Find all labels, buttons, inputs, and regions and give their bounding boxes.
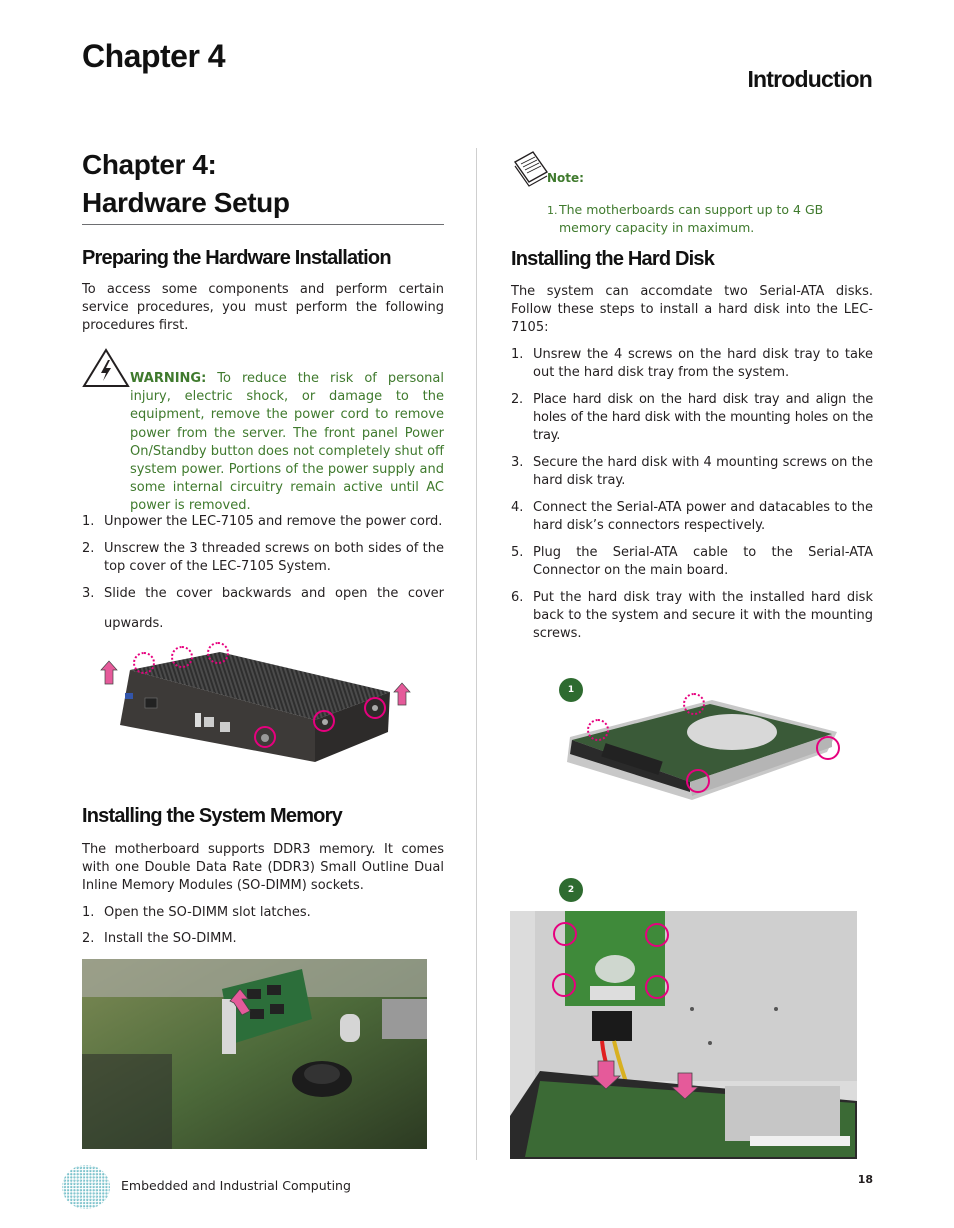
- list-item: 5.Plug the Serial-ATA cable to the Seria…: [511, 545, 873, 578]
- column-divider: [476, 148, 477, 1160]
- list-item: 2. Install the SO-DIMM.: [82, 931, 237, 946]
- warning-icon: [82, 348, 130, 387]
- list-item: 2.Unscrew the 3 threaded screws on both …: [82, 541, 444, 574]
- memory-heading: Installing the System Memory: [82, 805, 343, 827]
- chapter-header: Chapter 4: [82, 38, 226, 74]
- screw-marker: [683, 693, 705, 715]
- hdd-steps: 1.Unsrew the 4 screws on the hard disk t…: [511, 346, 873, 643]
- page-number: 18: [857, 1173, 873, 1186]
- open-system-illustration: [510, 911, 857, 1159]
- memory-section: Installing the System Memory The motherb…: [82, 803, 444, 948]
- screw-marker: [133, 652, 155, 674]
- section-header: Introduction: [747, 66, 872, 92]
- company-logo: [62, 1165, 110, 1209]
- sodimm-photo: [82, 959, 427, 1149]
- warning-text: WARNING: To reduce the risk of personal …: [130, 370, 444, 516]
- warning-box: WARNING: To reduce the risk of personal …: [82, 348, 444, 513]
- warning-body: To reduce the risk of personal injury, e…: [130, 371, 444, 514]
- step-badge-2: 2: [559, 878, 583, 902]
- screw-marker: [254, 726, 276, 748]
- left-column: Chapter 4: Hardware Setup Preparing the …: [82, 146, 444, 633]
- screw-marker: [364, 697, 386, 719]
- hdd-tray-photo: [562, 692, 842, 807]
- screw-marker: [313, 710, 335, 732]
- note-item: 1.The motherboards can support up to 4 G…: [547, 202, 824, 235]
- footer-company: Embedded and Industrial Computing: [121, 1178, 351, 1193]
- list-item: 1.Open the SO-DIMM slot latches.: [82, 905, 311, 920]
- list-item: 2.Place hard disk on the hard disk tray …: [511, 392, 873, 443]
- note-icon: [513, 151, 549, 187]
- list-item: 1.Unsrew the 4 screws on the hard disk t…: [511, 347, 873, 380]
- note-label: Note:: [547, 171, 584, 185]
- list-item: upwards.: [104, 616, 164, 631]
- screw-marker: [552, 973, 576, 997]
- step-badge-1: 1: [559, 678, 583, 702]
- list-item: 3.Secure the hard disk with 4 mounting s…: [511, 455, 873, 488]
- open-system-photo: [510, 911, 857, 1159]
- chapter-title-line2: Hardware Setup: [82, 187, 290, 218]
- screw-marker: [816, 736, 840, 760]
- prep-steps: 1.Unpower the LEC-7105 and remove the po…: [82, 513, 444, 633]
- right-column: Note: 1.The motherboards can support up …: [511, 146, 873, 643]
- hdd-intro: The system can accomdate two Serial-ATA …: [511, 284, 873, 335]
- sodimm-illustration: [82, 959, 427, 1149]
- prep-intro: To access some components and perform ce…: [82, 282, 444, 333]
- note-box: Note: 1.The motherboards can support up …: [511, 146, 873, 238]
- memory-steps: 1.Open the SO-DIMM slot latches. 2. Inst…: [82, 904, 444, 948]
- warning-label: WARNING:: [130, 371, 207, 386]
- chapter-title-line1: Chapter 4:: [82, 149, 217, 180]
- list-item: 4.Connect the Serial-ATA power and datac…: [511, 500, 873, 533]
- screw-marker: [645, 975, 669, 999]
- hdd-heading: Installing the Hard Disk: [511, 248, 715, 270]
- screw-marker: [171, 646, 193, 668]
- list-item: 6.Put the hard disk tray with the instal…: [511, 590, 873, 641]
- screw-marker: [587, 719, 609, 741]
- chapter-title: Chapter 4: Hardware Setup: [82, 146, 444, 225]
- screw-marker: [207, 642, 229, 664]
- chassis-photo: [100, 640, 420, 775]
- list-item: 3.Slide the cover backwards and open the…: [82, 586, 444, 601]
- prep-heading: Preparing the Hardware Installation: [82, 247, 392, 269]
- list-item: 1.Unpower the LEC-7105 and remove the po…: [82, 514, 443, 529]
- memory-intro: The motherboard supports DDR3 memory. It…: [82, 842, 444, 893]
- screw-marker: [645, 923, 669, 947]
- hdd-tray-illustration: [567, 700, 837, 800]
- screw-marker: [686, 769, 710, 793]
- screw-marker: [553, 922, 577, 946]
